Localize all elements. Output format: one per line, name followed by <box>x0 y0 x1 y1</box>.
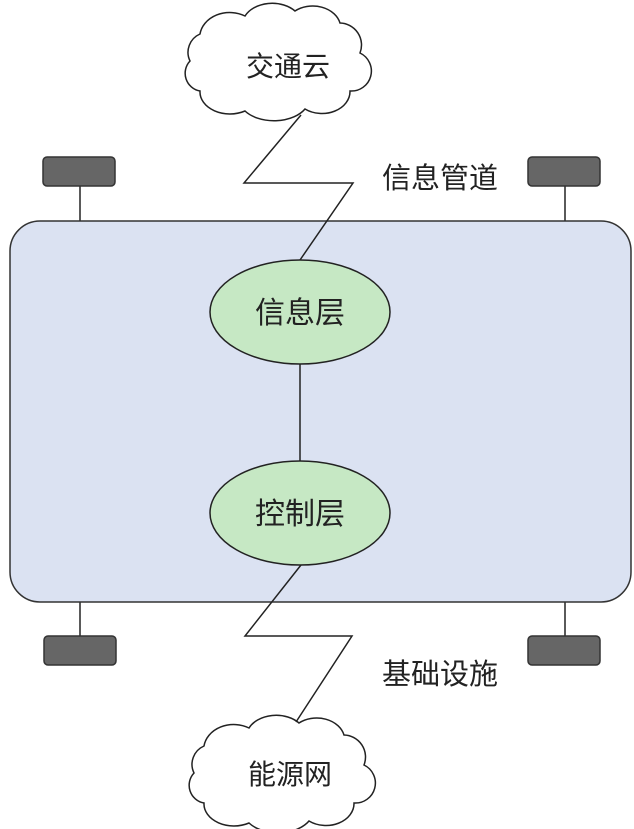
wheel-front-left <box>42 156 116 187</box>
energy-network-cloud: 能源网 <box>188 714 377 829</box>
wheel-stalks <box>79 186 566 636</box>
infrastructure-label: 基础设施 <box>382 657 498 691</box>
traffic-cloud-label: 交通云 <box>246 50 330 83</box>
control-layer-node: 控制层 <box>209 460 391 566</box>
wheel-rear-right <box>527 635 601 666</box>
info-layer-node: 信息层 <box>209 259 391 365</box>
control-layer-label: 控制层 <box>255 497 345 532</box>
energy-network-label: 能源网 <box>248 758 332 791</box>
info-pipeline-label: 信息管道 <box>382 161 498 195</box>
infrastructure-link <box>243 564 354 723</box>
wheel-front-right <box>527 156 601 187</box>
traffic-cloud: 交通云 <box>184 2 373 122</box>
vehicle-body <box>9 220 632 603</box>
info-layer-label: 信息层 <box>255 296 345 331</box>
wheel-rear-left <box>43 635 117 666</box>
info-pipeline-link <box>242 114 355 261</box>
